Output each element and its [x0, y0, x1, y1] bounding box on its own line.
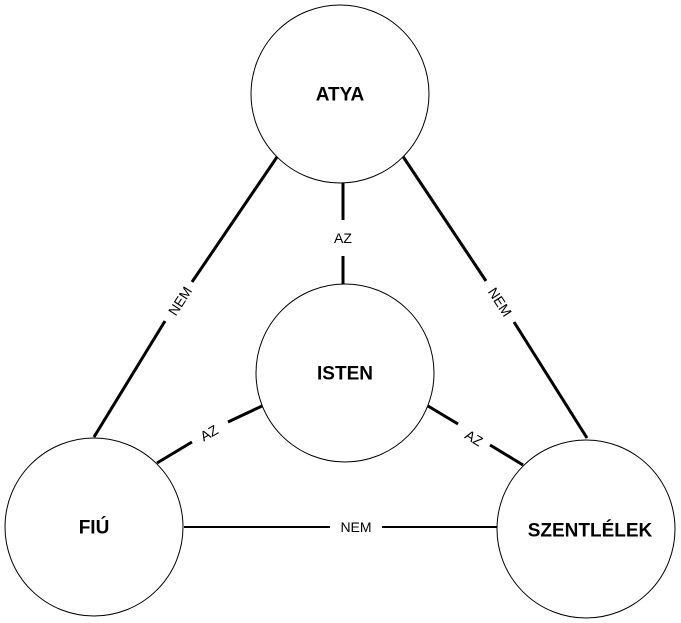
edge-label-atya-szentlelek: NEM [485, 285, 515, 320]
edge-fiu-isten-upper [227, 404, 263, 424]
node-atya: ATYA [250, 4, 430, 184]
node-szentlelek: SZENTLÉLEK [496, 439, 676, 619]
edge-label-fiu-isten: AZ [197, 421, 221, 444]
node-szentlelek-circle [496, 439, 676, 619]
node-fiu-circle [4, 437, 184, 617]
node-atya-circle [250, 4, 430, 184]
node-fiu: FIÚ [4, 437, 184, 617]
edge-label-fiu-szentlelek: NEM [340, 519, 371, 535]
node-atya-label: ATYA [316, 85, 365, 106]
edge-szentlelek-isten-upper [427, 404, 459, 426]
edge-szentlelek-isten-lower [489, 443, 524, 467]
edge-label-atya-isten: AZ [334, 230, 352, 246]
edge-atya-szentlelek-upper [400, 154, 488, 282]
node-isten-circle [255, 283, 435, 463]
edge-label-atya-fiu: NEM [165, 284, 195, 319]
edge-fiu-isten-lower [156, 440, 193, 465]
node-fiu-label: FIÚ [79, 517, 110, 539]
edge-atya-szentlelek-lower [512, 321, 589, 439]
node-szentlelek-label: SZENTLÉLEK [528, 520, 653, 542]
edge-label-szentlelek-isten: AZ [462, 427, 486, 450]
edge-atya-fiu-lower [92, 320, 167, 438]
edge-atya-fiu-upper [190, 156, 279, 283]
node-isten-label: ISTEN [317, 364, 373, 385]
node-isten: ISTEN [255, 283, 435, 463]
